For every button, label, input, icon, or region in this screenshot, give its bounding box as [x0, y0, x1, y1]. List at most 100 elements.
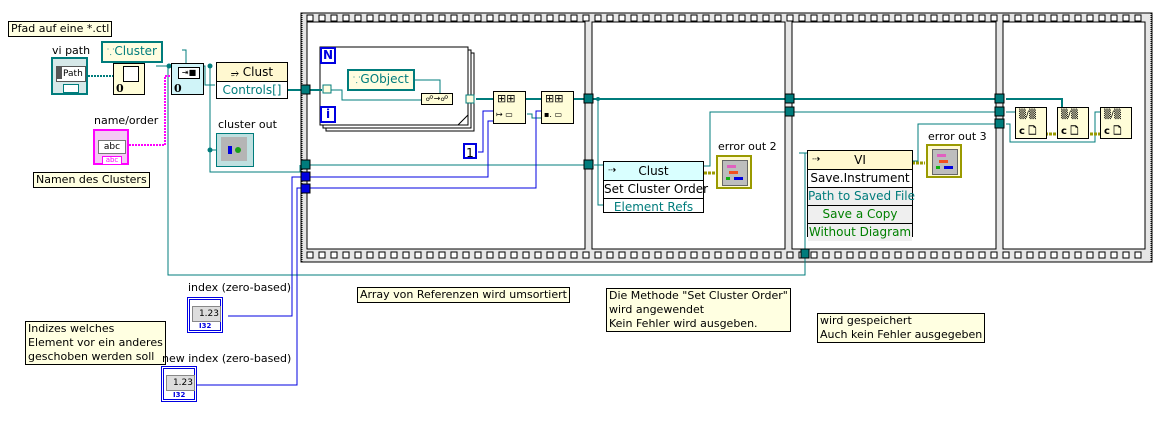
film-hole — [942, 251, 950, 259]
get-control-reference-node[interactable]: ⇥■ 0 — [171, 63, 204, 95]
film-hole — [1122, 251, 1130, 259]
insert-into-array-node[interactable]: ⊞⊞ ▪. ▭ — [541, 91, 574, 124]
film-hole — [354, 14, 362, 22]
error-out-2-indicator[interactable] — [716, 155, 752, 189]
film-hole — [1074, 251, 1082, 259]
film-hole — [570, 14, 578, 22]
film-hole — [1086, 251, 1094, 259]
film-hole — [426, 251, 434, 259]
film-hole — [498, 251, 506, 259]
film-hole — [810, 251, 818, 259]
loop-iteration-terminal: i — [320, 106, 336, 123]
film-holes — [306, 14, 1142, 259]
property-node-controls[interactable]: ⭌ Clust Controls[] — [216, 62, 288, 99]
film-hole — [306, 14, 314, 22]
cast-icon: ☍→☍ — [425, 94, 449, 103]
film-hole — [1050, 14, 1058, 22]
film-hole — [438, 251, 446, 259]
film-hole — [630, 251, 638, 259]
grid-icon — [123, 66, 139, 82]
film-hole — [738, 251, 746, 259]
film-hole — [330, 14, 338, 22]
close-reference-node-3[interactable]: ▒/▒ c 🗋 — [1100, 107, 1132, 139]
film-hole — [330, 251, 338, 259]
film-hole — [1110, 14, 1118, 22]
close-ref-icon: ▒/▒ — [1019, 110, 1036, 120]
film-hole — [342, 14, 350, 22]
film-hole — [774, 251, 782, 259]
close-ref-icon: ▒/▒ — [1104, 110, 1121, 120]
film-hole — [606, 251, 614, 259]
film-hole — [354, 251, 362, 259]
film-hole — [1134, 251, 1142, 259]
film-hole — [930, 251, 938, 259]
film-hole — [378, 251, 386, 259]
film-hole — [558, 14, 566, 22]
to-more-specific-class-node[interactable]: ☍→☍ — [421, 93, 453, 105]
property-node-class: Clust — [242, 65, 274, 79]
invoke-node-set-cluster-order[interactable]: ⇢Clust Set Cluster Order Element Refs — [603, 161, 708, 214]
index-control[interactable]: 1.23 I32 — [187, 297, 223, 333]
delete-from-array-node[interactable]: ⊞⊞ ↦ ▭ — [493, 91, 526, 124]
film-hole — [690, 251, 698, 259]
class-hierarchy-icon: ⸪ — [107, 48, 115, 58]
film-hole — [546, 14, 554, 22]
film-hole — [1002, 251, 1010, 259]
param-element-refs[interactable]: Element Refs — [613, 200, 694, 214]
name-order-control[interactable]: abc abc — [93, 129, 129, 165]
film-hole — [942, 14, 950, 22]
param-without-diagram[interactable]: Without Diagram — [808, 224, 912, 241]
film-hole — [642, 251, 650, 259]
control-refnum-icon — [221, 137, 247, 161]
param-save-a-copy[interactable]: Save a Copy — [808, 206, 912, 224]
film-hole — [642, 14, 650, 22]
numeric-constant-one[interactable]: 1 — [463, 143, 477, 160]
film-hole — [858, 14, 866, 22]
gobject-class-constant[interactable]: ⸪GObject — [347, 69, 415, 91]
new-index-label: new index (zero-based) — [162, 352, 292, 365]
arrow-into-icon: ⇥■ — [178, 67, 200, 79]
film-hole — [966, 14, 974, 22]
invoke-node-save-instrument[interactable]: ⇢VI Save.Instrument Path to Saved File S… — [807, 150, 915, 241]
film-hole — [954, 251, 962, 259]
error-out-3-indicator[interactable] — [926, 144, 962, 178]
film-hole — [522, 14, 530, 22]
i32-badge-icon: I32 — [173, 391, 186, 399]
property-controls-row[interactable]: Controls[] — [222, 83, 282, 97]
film-hole — [654, 14, 662, 22]
new-index-value: 1.23 — [166, 375, 195, 391]
film-hole — [558, 251, 566, 259]
film-hole — [882, 251, 890, 259]
comment-array-sorted: Array von Referenzen wird umsortiert — [357, 287, 570, 303]
film-hole — [846, 14, 854, 22]
cluster-class-constant[interactable]: ⸪Cluster — [101, 41, 163, 63]
new-index-control[interactable]: 1.23 I32 — [161, 366, 197, 402]
close-reference-node-2[interactable]: ▒/▒ c 🗋 — [1057, 107, 1089, 139]
open-vi-reference-node[interactable]: 0 — [113, 63, 145, 95]
film-hole — [390, 251, 398, 259]
film-hole — [426, 14, 434, 22]
method-name[interactable]: Save.Instrument — [808, 170, 912, 188]
film-hole — [738, 14, 746, 22]
film-hole — [402, 14, 410, 22]
film-hole — [1098, 251, 1106, 259]
name-order-label: name/order — [94, 114, 159, 127]
film-hole — [582, 14, 590, 22]
film-hole — [1026, 251, 1034, 259]
film-hole — [762, 14, 770, 22]
film-hole — [678, 14, 686, 22]
loop-count-terminal[interactable]: N — [320, 47, 336, 64]
film-hole — [1014, 14, 1022, 22]
film-hole — [1050, 251, 1058, 259]
i32-badge-icon: I32 — [199, 322, 212, 330]
method-name[interactable]: Set Cluster Order — [604, 181, 708, 199]
cluster-out-indicator[interactable] — [216, 133, 254, 167]
film-hole — [786, 251, 794, 259]
vi-path-control[interactable]: Path — [51, 57, 88, 95]
close-reference-node-1[interactable]: ▒/▒ c 🗋 — [1015, 107, 1047, 139]
film-hole — [978, 14, 986, 22]
film-hole — [450, 14, 458, 22]
film-hole — [306, 251, 314, 259]
film-hole — [606, 14, 614, 22]
param-path-to-saved-file[interactable]: Path to Saved File — [808, 188, 915, 206]
